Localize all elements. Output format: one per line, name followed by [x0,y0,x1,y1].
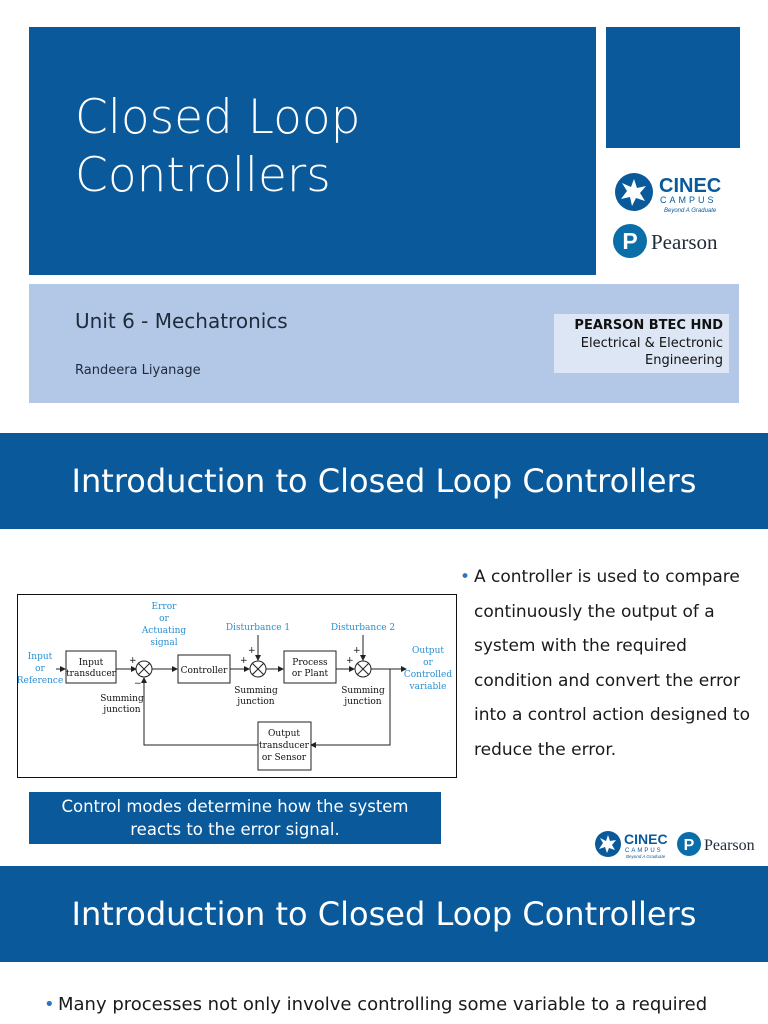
accent-block [606,27,740,148]
disturbance-2-label: Disturbance 2 [331,623,395,633]
cinec-text-small: CINEC [624,831,668,847]
tagline-text-small: Beyond A Graduate [626,854,666,859]
error-label-3: Actuating [141,626,187,636]
input-transducer-box [65,650,117,684]
pearson-text-small: Pearson [704,837,755,854]
pearson-logo: P Pearson [613,224,718,258]
author-name: Randeera Liyanage [75,363,201,378]
subtitle-panel: Unit 6 - Mechatronics Randeera Liyanage … [29,284,739,403]
btec-line-2: Engineering [645,353,723,368]
summing-label-1b: junction [102,705,140,715]
campus-text: CAMPUS [660,195,717,205]
output-transducer-label-1: Output [268,729,300,739]
cinec-text: CINEC [659,175,721,197]
input-transducer-label-1: Input [79,658,104,668]
bullet-marker-2: • [44,994,55,1015]
summing-label-3a: Summing [341,686,385,696]
title-line-2: Controllers [75,148,331,203]
output-transducer-label-3: or Sensor [262,753,307,763]
cinec-logo: CINEC CAMPUS Beyond A Graduate [615,173,721,214]
callout-line-2: reacts to the error signal. [130,820,340,839]
callout-line-1: Control modes determine how the system [61,797,409,816]
output-transducer-box [257,721,312,771]
plus-sign-2: + [240,656,248,666]
section-heading: Introduction to Closed Loop Controllers [71,462,697,500]
title-panel: Closed Loop Controllers [29,27,596,275]
pearson-mark-small: P [684,837,695,854]
plus-sign-4: + [346,656,354,666]
input-label-2: or [35,664,45,674]
summing-label-3b: junction [343,697,381,707]
process-box [283,650,337,684]
output-transducer-label-2: transducer [259,741,310,751]
error-label-2: or [159,614,169,624]
error-label-4: signal [150,638,177,648]
disturbance-1-label: Disturbance 1 [226,623,290,633]
input-transducer-label-2: transducer [66,669,117,679]
bullet-item-2: • Many processes not only involve contro… [44,994,768,1015]
block-diagram: Input or Reference Input transducer + − … [17,594,457,778]
process-label-1: Process [292,658,328,668]
summing-label-2b: junction [236,697,274,707]
summing-label-2a: Summing [234,686,278,696]
output-label-4: variable [409,682,447,692]
bullet-text: A controller is used to compare continuo… [474,567,750,760]
cinec-logo-small: CINEC CAMPUS Beyond A Graduate [595,831,668,859]
bullet-item: • A controller is used to compare contin… [460,560,760,768]
bullet-list: • A controller is used to compare contin… [460,560,760,768]
output-label-1: Output [412,646,444,656]
callout-box: Control modes determine how the system r… [29,792,441,844]
summing-label-1a: Summing [100,694,144,704]
plus-sign-5: + [353,646,361,656]
campus-text-small: CAMPUS [625,848,663,854]
bullet-text-2: Many processes not only involve controll… [58,994,708,1015]
process-label-2: or Plant [292,669,329,679]
bullet-marker: • [460,567,471,587]
pearson-logo-small: P Pearson [677,832,755,856]
pearson-mark: P [622,228,637,254]
btec-line-1: Electrical & Electronic [580,336,723,351]
section-heading-band: Introduction to Closed Loop Controllers [0,433,768,529]
plus-sign-1: + [129,656,137,666]
pearson-text: Pearson [651,230,718,254]
plus-sign-3: + [248,646,256,656]
tagline-text: Beyond A Graduate [664,208,717,214]
section-heading-band-2: Introduction to Closed Loop Controllers [0,866,768,962]
input-label-3: Reference [17,676,63,686]
title-line-1: Closed Loop [75,90,361,145]
btec-title: PEARSON BTEC HND [574,318,723,333]
slide-title: Closed Loop Controllers [75,89,361,205]
output-label-3: Controlled [404,670,453,680]
input-label-1: Input [28,652,53,662]
controller-label: Controller [181,666,229,676]
minus-sign: − [134,679,142,689]
section-heading-2: Introduction to Closed Loop Controllers [71,895,697,933]
btec-badge: PEARSON BTEC HND Electrical & Electronic… [554,314,729,373]
output-label-2: or [423,658,433,668]
error-label-1: Error [152,602,178,612]
unit-label: Unit 6 - Mechatronics [75,309,288,333]
